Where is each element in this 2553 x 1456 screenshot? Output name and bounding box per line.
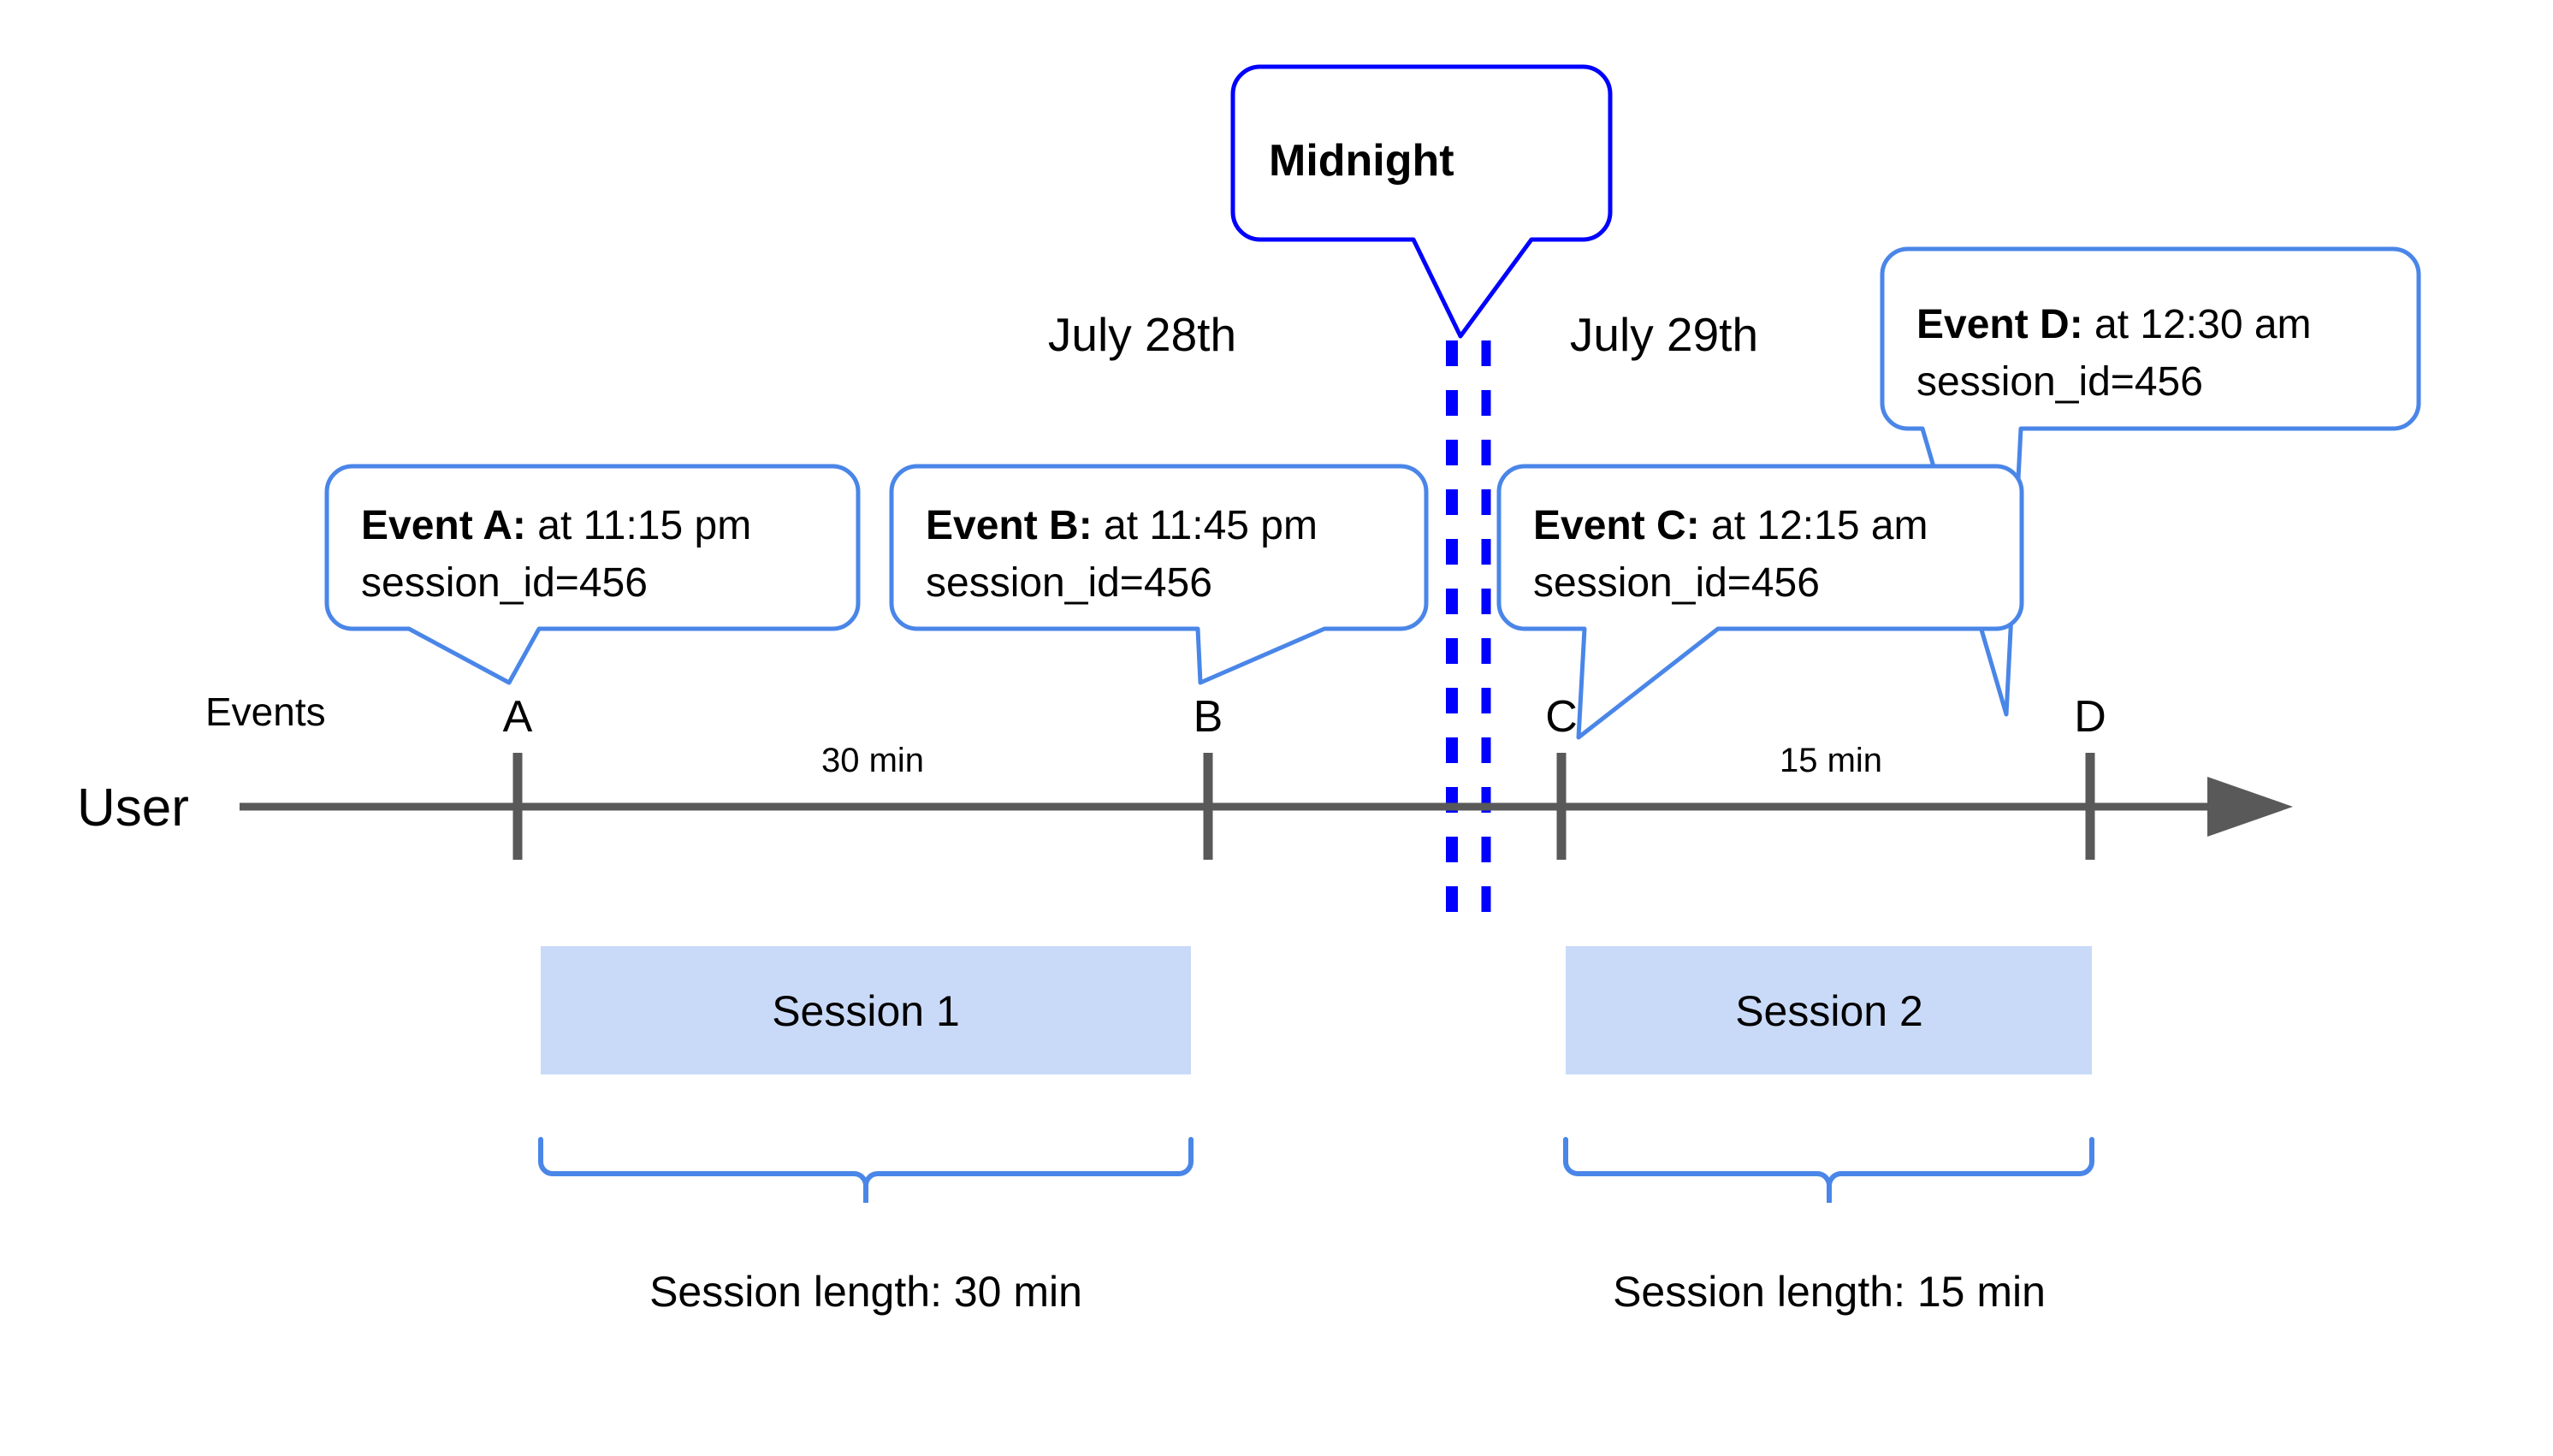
event-callout-a[interactable]: Event A: at 11:15 pm session_id=456 — [324, 464, 861, 685]
event-callout-b-shape — [889, 464, 1429, 685]
event-callout-c[interactable]: Event C: at 12:15 am session_id=456 — [1496, 464, 2024, 740]
timeline-arrowhead — [2207, 777, 2293, 837]
event-callout-a-line1: Event A: at 11:15 pm — [361, 503, 751, 548]
event-callout-b-line1: Event B: at 11:45 pm — [926, 503, 1318, 548]
event-marker-c: C — [1545, 692, 1578, 860]
duration-label-15min: 15 min — [1780, 742, 1882, 779]
event-callout-c-line1: Event C: at 12:15 am — [1533, 503, 1928, 548]
midnight-callout-shape — [1230, 64, 1613, 339]
event-marker-label-a: A — [503, 692, 533, 742]
event-callout-b[interactable]: Event B: at 11:45 pm session_id=456 — [889, 464, 1429, 685]
event-c-time: at 12:15 am — [1700, 503, 1928, 548]
event-callout-a-shape — [324, 464, 861, 685]
session-length-label-1: Session length: 30 min — [649, 1268, 1082, 1316]
user-row-label: User — [77, 778, 189, 837]
duration-label-30min: 30 min — [821, 742, 924, 779]
event-a-time: at 11:15 pm — [526, 503, 751, 548]
event-a-bold: Event A: — [361, 503, 526, 548]
event-callout-d-line2: session_id=456 — [1916, 359, 2203, 405]
event-callout-d-line1: Event D: at 12:30 am — [1916, 302, 2312, 347]
session-block-2: Session 2 Session length: 15 min — [1563, 946, 2094, 1316]
event-marker-d: D — [2074, 692, 2106, 860]
event-callout-a-line2: session_id=456 — [361, 560, 648, 606]
event-callout-c-shape — [1496, 464, 2024, 740]
event-marker-a: A — [503, 692, 533, 860]
date-label-july-28: July 28th — [1048, 308, 1236, 361]
event-callout-b-line2: session_id=456 — [926, 560, 1212, 606]
event-d-bold: Event D: — [1916, 302, 2083, 347]
event-d-time: at 12:30 am — [2083, 302, 2312, 347]
event-callout-d[interactable]: Event D: at 12:30 am session_id=456 — [1880, 246, 2421, 717]
session-box-1 — [541, 946, 1191, 1074]
event-callout-d-shape — [1880, 246, 2421, 717]
event-marker-label-d: D — [2074, 692, 2106, 742]
events-row-label: Events — [205, 690, 326, 734]
event-marker-label-b: B — [1194, 692, 1223, 742]
timeline-axis — [240, 777, 2293, 837]
session-length-label-2: Session length: 15 min — [1613, 1268, 2046, 1316]
session-box-2 — [1566, 946, 2092, 1074]
midnight-divider — [1446, 340, 1491, 926]
event-marker-label-c: C — [1545, 692, 1578, 742]
event-callout-c-line2: session_id=456 — [1533, 560, 1820, 606]
session-block-1: Session 1 Session length: 30 min — [538, 946, 1194, 1316]
session-brace-2 — [1563, 1137, 2094, 1203]
session-box-label-1: Session 1 — [772, 987, 960, 1035]
session-brace-1 — [538, 1137, 1194, 1203]
event-marker-b: B — [1194, 692, 1223, 860]
date-label-july-29: July 29th — [1570, 308, 1758, 361]
midnight-label: Midnight — [1269, 136, 1454, 186]
event-b-bold: Event B: — [926, 503, 1093, 548]
event-b-time: at 11:45 pm — [1093, 503, 1318, 548]
midnight-callout: Midnight — [1230, 64, 1613, 339]
session-box-label-2: Session 2 — [1735, 987, 1923, 1035]
event-c-bold: Event C: — [1533, 503, 1700, 548]
